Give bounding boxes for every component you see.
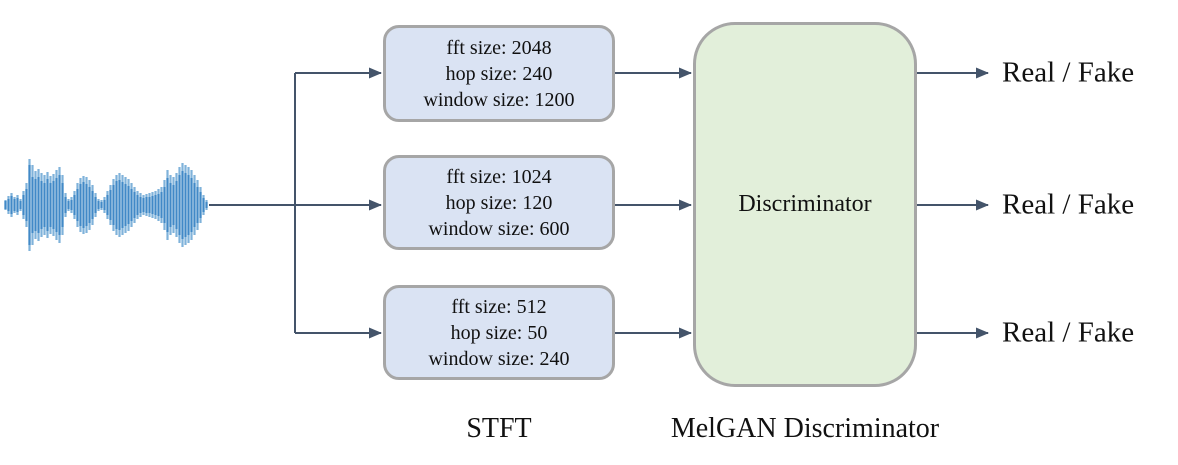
discriminator-label: Discriminator: [738, 191, 872, 217]
fft-size-line: fft size: 1024: [446, 165, 552, 188]
fft-size-line: fft size: 512: [451, 295, 547, 318]
waveform-svg: [4, 159, 208, 251]
stft-caption: STFT: [466, 413, 532, 444]
discriminator-box: Discriminator: [693, 22, 917, 387]
fft-size-line: fft size: 2048: [446, 36, 552, 59]
output-real-fake-1: Real / Fake: [1002, 56, 1135, 89]
window-size-line: window size: 240: [428, 347, 570, 370]
hop-size-line: hop size: 120: [445, 191, 553, 214]
window-size-line: window size: 1200: [423, 88, 575, 111]
window-size-line: window size: 600: [428, 217, 570, 240]
audio-waveform: [4, 155, 210, 255]
output-real-fake-2: Real / Fake: [1002, 188, 1135, 221]
melgan-discriminator-caption: MelGAN Discriminator: [670, 413, 940, 444]
stft-box-2048: fft size: 2048 hop size: 240 window size…: [383, 25, 615, 122]
stft-box-1024: fft size: 1024 hop size: 120 window size…: [383, 155, 615, 250]
output-real-fake-3: Real / Fake: [1002, 316, 1135, 349]
hop-size-line: hop size: 50: [450, 321, 548, 344]
stft-box-512: fft size: 512 hop size: 50 window size: …: [383, 285, 615, 380]
hop-size-line: hop size: 240: [445, 62, 553, 85]
